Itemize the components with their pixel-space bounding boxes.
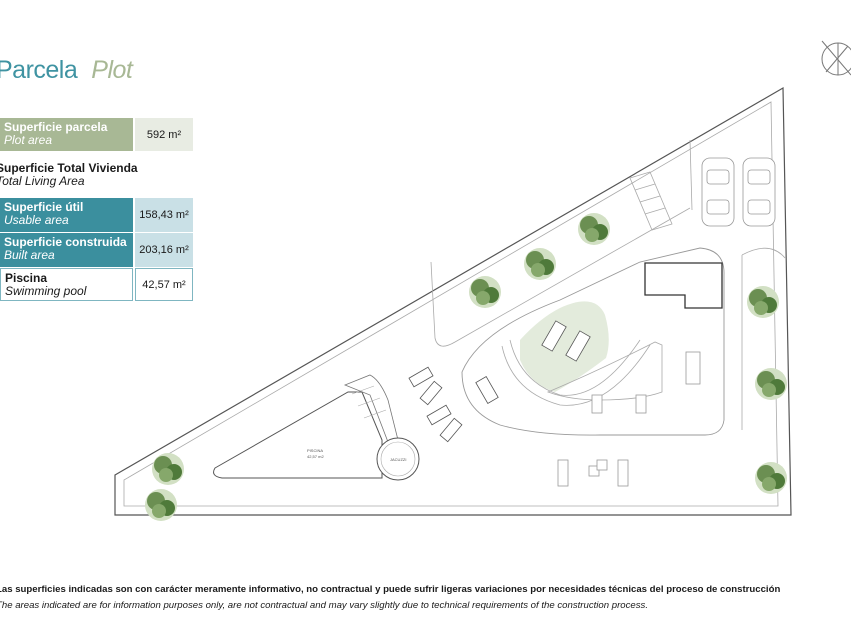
built-area-label-es: Superficie construida [4, 235, 127, 249]
footnote-es: Las superficies indicadas son con caráct… [0, 584, 781, 595]
pool-area-label-es: Piscina [5, 271, 48, 285]
tree-icon [755, 462, 787, 494]
jacuzzi: JACUZZI [376, 437, 420, 481]
tree-icon [145, 489, 177, 521]
usable-area-label-en: Usable area [4, 213, 69, 227]
tree-icon [524, 248, 556, 280]
tree-icon [755, 368, 787, 400]
outdoor-chairs [557, 394, 647, 487]
pool-area-row: Piscina Swimming pool 42,57 m² [0, 268, 193, 301]
total-living-label-es: Superficie Total Vivienda [0, 161, 138, 175]
pool-area-label: Piscina Swimming pool [0, 268, 133, 301]
built-area-value: 203,16 m² [135, 233, 193, 267]
swimming-pool: PISCINA 42,57 m2 [213, 374, 399, 479]
total-living-label-en: Total Living Area [0, 174, 85, 188]
total-living-heading: Superficie Total Vivienda Total Living A… [0, 162, 138, 188]
plot-area-label-en: Plot area [4, 133, 53, 147]
compass-icon [821, 40, 851, 76]
built-area-row: Superficie construida Built area 203,16 … [0, 233, 193, 267]
plot-area-row: Superficie parcela Plot area 592 m² [0, 118, 193, 151]
usable-area-label: Superficie útil Usable area [0, 198, 133, 232]
terrace-steps [501, 339, 663, 406]
terrace-outline [461, 247, 725, 436]
pool-area-value: 42,57 m² [135, 268, 193, 301]
tree-icon [469, 276, 501, 308]
usable-area-label-es: Superficie útil [4, 200, 84, 214]
sunbed-icon [541, 320, 591, 362]
usable-area-value: 158,43 m² [135, 198, 193, 232]
dining-table [685, 351, 701, 385]
entry-steps [629, 171, 673, 231]
plot-area-label: Superficie parcela Plot area [0, 118, 133, 151]
plot-area-value: 592 m² [135, 118, 193, 151]
footnote-en: The areas indicated are for information … [0, 600, 649, 611]
tree-icon [747, 286, 779, 318]
lawn-area [520, 301, 609, 392]
built-area-label-en: Built area [4, 248, 55, 262]
car-icon [742, 157, 776, 227]
house-footprint [644, 262, 723, 309]
page-title: Parcela Plot [0, 56, 133, 85]
plot-boundary [114, 86, 792, 516]
pool-area-plan-label: 42,57 m2 [307, 454, 324, 459]
car-icon [701, 157, 735, 227]
sunbed-icon [408, 366, 499, 443]
usable-area-row: Superficie útil Usable area 158,43 m² [0, 198, 193, 232]
pool-label: PISCINA [307, 448, 323, 453]
tree-icon [152, 453, 184, 485]
title-en: Plot [91, 56, 133, 84]
title-es: Parcela [0, 56, 78, 84]
built-area-label: Superficie construida Built area [0, 233, 133, 267]
pool-area-label-en: Swimming pool [5, 284, 87, 298]
jacuzzi-label: JACUZZI [390, 457, 406, 462]
driveway [430, 139, 786, 430]
tree-icon [578, 213, 610, 245]
plot-area-label-es: Superficie parcela [4, 120, 108, 134]
